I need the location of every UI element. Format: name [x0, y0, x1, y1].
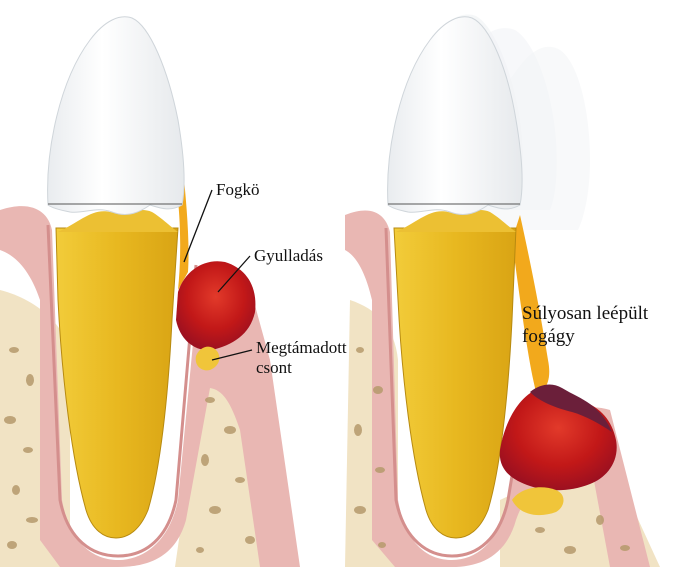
tooth-root-right	[394, 228, 516, 538]
label-megtamadott-line2: csont	[256, 358, 292, 377]
label-megtamadott-line1: Megtámadott	[256, 338, 347, 357]
healthy-tooth-illustration	[0, 17, 300, 567]
fogko-leader	[184, 190, 212, 262]
label-sulyosan-line2: fogágy	[522, 326, 575, 348]
label-gyulladas: Gyulladás	[254, 246, 323, 265]
label-fogko: Fogkö	[216, 180, 259, 199]
tooth-crown	[48, 17, 184, 215]
tooth-root	[56, 228, 178, 538]
label-sulyosan-line1: Súlyosan leépült	[522, 303, 648, 325]
periodontitis-tooth-illustration	[345, 15, 660, 567]
